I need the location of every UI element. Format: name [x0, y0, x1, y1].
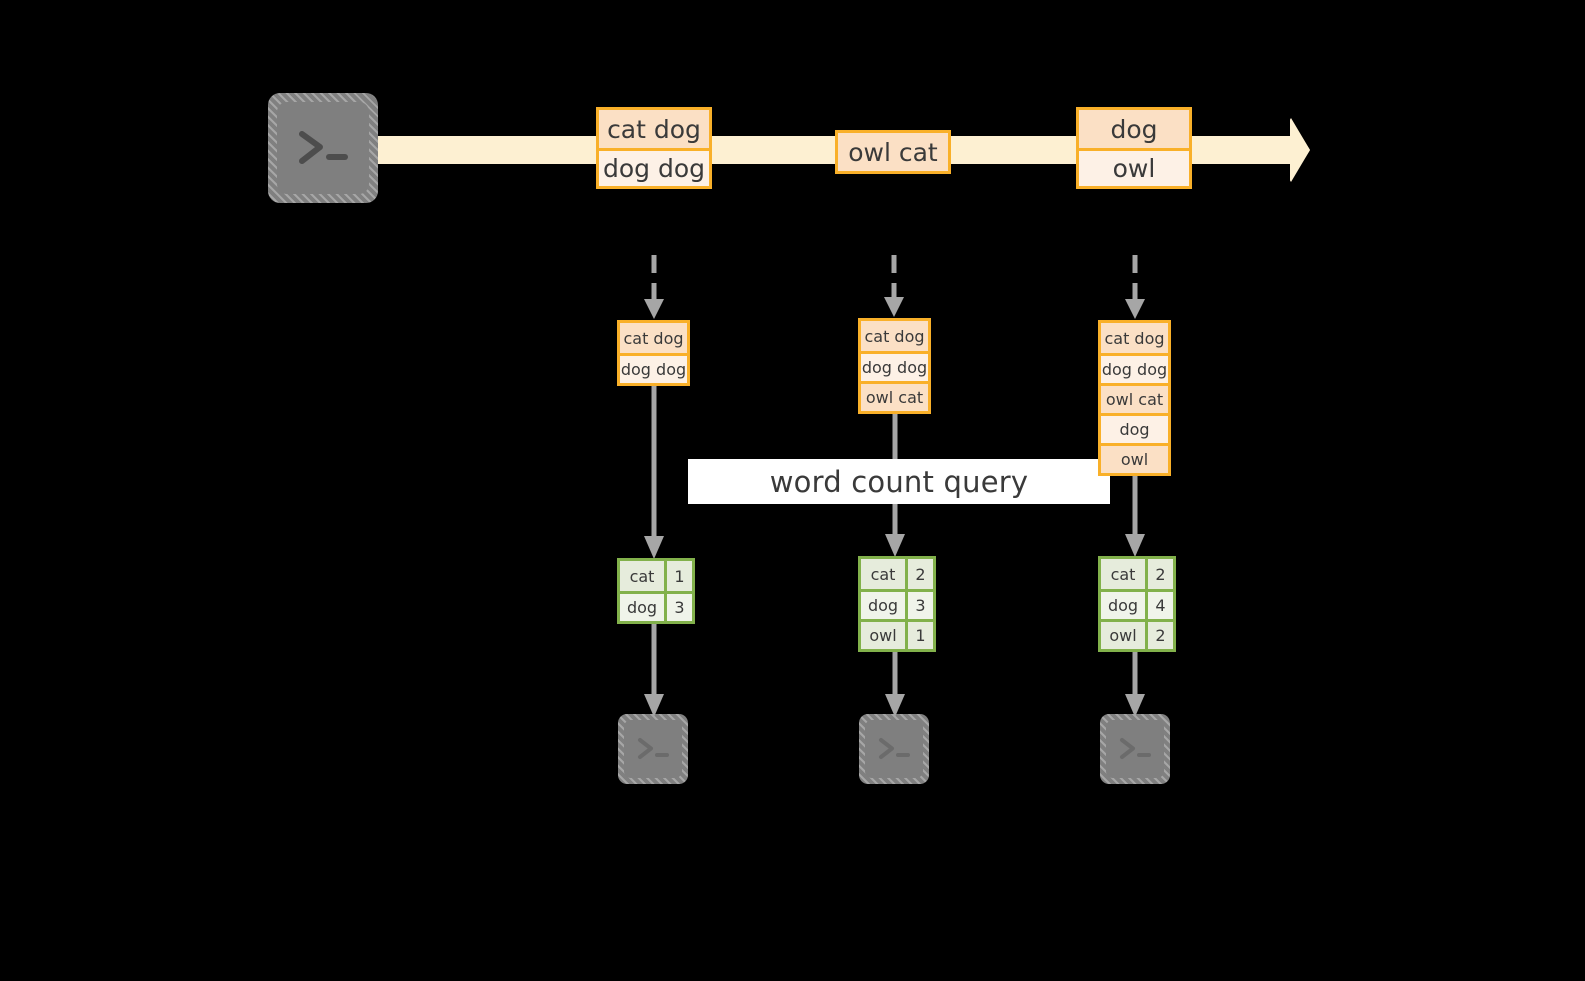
result-word: owl	[861, 622, 905, 649]
terminal-prompt-glyph	[268, 93, 378, 203]
query-label-band: word count query	[688, 459, 1110, 504]
unbounded-table-column-1: cat dog dog dog	[617, 320, 690, 386]
event-line: cat dog	[599, 110, 709, 148]
dashed-connector-column-2	[880, 255, 908, 318]
sink-terminal-icon-column-2	[859, 714, 929, 784]
result-count: 1	[664, 561, 692, 591]
query-label-text: word count query	[769, 464, 1029, 499]
table-row: cat dog	[861, 321, 928, 351]
result-row: dog 3	[620, 591, 692, 621]
result-count: 2	[1145, 622, 1173, 649]
terminal-prompt-glyph	[1100, 714, 1170, 784]
result-row: owl 2	[1101, 619, 1173, 649]
result-count: 3	[664, 594, 692, 621]
result-word: cat	[861, 559, 905, 589]
result-row: dog 3	[861, 589, 933, 619]
stream-event-batch-3: dog owl	[1076, 107, 1192, 189]
table-row: dog dog	[620, 353, 687, 383]
result-row: cat 2	[1101, 559, 1173, 589]
sink-terminal-icon-column-1	[618, 714, 688, 784]
terminal-prompt-glyph	[859, 714, 929, 784]
table-row: cat dog	[620, 323, 687, 353]
result-table-column-1: cat 1 dog 3	[617, 558, 695, 624]
result-word: owl	[1101, 622, 1145, 649]
terminal-screen	[624, 720, 682, 778]
table-row: owl cat	[861, 381, 928, 411]
result-word: cat	[620, 561, 664, 591]
table-row: cat dog	[1101, 323, 1168, 353]
result-word: dog	[861, 592, 905, 619]
result-table-column-2: cat 2 dog 3 owl 1	[858, 556, 936, 652]
sink-connector-column-1	[643, 620, 665, 718]
unbounded-table-column-2: cat dog dog dog owl cat	[858, 318, 931, 414]
result-word: dog	[620, 594, 664, 621]
result-count: 2	[1145, 559, 1173, 589]
event-line: dog	[1079, 110, 1189, 148]
sink-connector-column-2	[884, 650, 906, 718]
dashed-connector-column-1	[640, 255, 668, 320]
result-count: 3	[905, 592, 933, 619]
result-count: 1	[905, 622, 933, 649]
event-line: owl	[1079, 148, 1189, 186]
table-row: dog dog	[861, 351, 928, 381]
terminal-screen	[277, 102, 369, 194]
stream-event-batch-2: owl cat	[835, 130, 951, 174]
table-row: owl cat	[1101, 383, 1168, 413]
sink-terminal-icon-column-3	[1100, 714, 1170, 784]
terminal-screen	[1106, 720, 1164, 778]
sink-connector-column-3	[1124, 650, 1146, 718]
result-table-column-3: cat 2 dog 4 owl 2	[1098, 556, 1176, 652]
result-word: dog	[1101, 592, 1145, 619]
result-row: cat 2	[861, 559, 933, 589]
result-count: 4	[1145, 592, 1173, 619]
result-row: dog 4	[1101, 589, 1173, 619]
query-connector-column-3	[1124, 476, 1146, 558]
table-row: dog	[1101, 413, 1168, 443]
result-word: cat	[1101, 559, 1145, 589]
table-row: owl	[1101, 443, 1168, 473]
result-row: cat 1	[620, 561, 692, 591]
source-terminal-icon	[268, 93, 378, 203]
table-row: dog dog	[1101, 353, 1168, 383]
terminal-screen	[865, 720, 923, 778]
event-line: dog dog	[599, 148, 709, 186]
event-line: owl cat	[838, 133, 948, 171]
result-count: 2	[905, 559, 933, 589]
query-connector-column-1	[643, 384, 665, 560]
dashed-connector-column-3	[1121, 255, 1149, 320]
stream-event-batch-1: cat dog dog dog	[596, 107, 712, 189]
result-row: owl 1	[861, 619, 933, 649]
terminal-prompt-glyph	[618, 714, 688, 784]
unbounded-table-column-3: cat dog dog dog owl cat dog owl	[1098, 320, 1171, 476]
